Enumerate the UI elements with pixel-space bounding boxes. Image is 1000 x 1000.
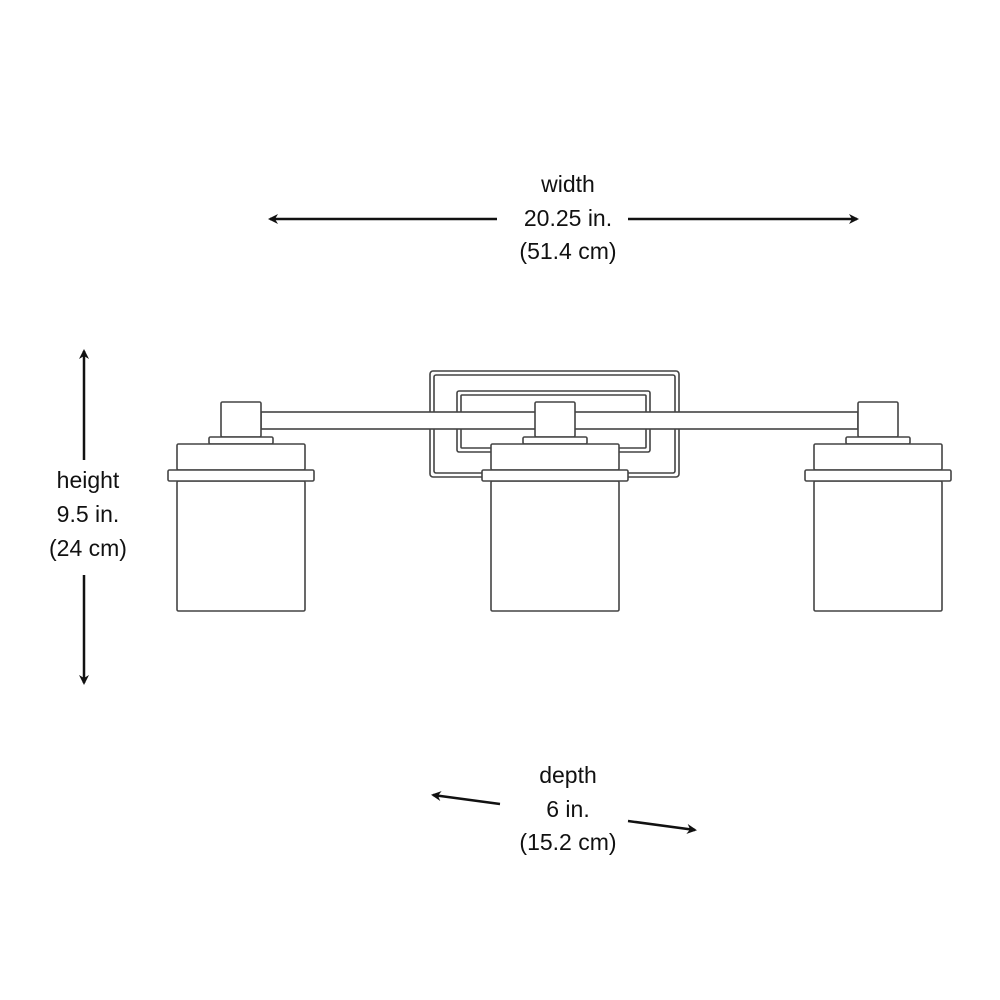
lamp-glass: [176, 480, 306, 612]
lamp-ring: [804, 469, 952, 482]
depth-arrow-right: [627, 819, 697, 834]
depth-dimension: depth 6 in. (15.2 cm): [431, 762, 697, 855]
lamp-shade-1: [167, 401, 315, 612]
lamp-collar: [845, 436, 911, 445]
lamp-collar: [522, 436, 588, 445]
lamp-shade-top: [176, 443, 306, 471]
lamp-shade-3: [804, 401, 952, 612]
lamp-cap: [534, 401, 576, 438]
depth-inches: 6 in.: [546, 796, 589, 822]
lamp-cap: [220, 401, 262, 438]
lamp-shade-top: [813, 443, 943, 471]
width-cm: (51.4 cm): [519, 238, 616, 264]
height-cm: (24 cm): [49, 535, 127, 561]
depth-label: depth: [539, 762, 597, 788]
lamp-collar: [208, 436, 274, 445]
height-inches: 9.5 in.: [57, 501, 120, 527]
lamp-glass: [490, 480, 620, 612]
lamp-shade-top: [490, 443, 620, 471]
depth-cm: (15.2 cm): [519, 829, 616, 855]
lamp-ring: [167, 469, 315, 482]
lamp-shade-2: [481, 401, 629, 612]
height-label: height: [57, 467, 120, 493]
width-label: width: [540, 171, 595, 197]
width-inches: 20.25 in.: [524, 205, 612, 231]
width-dimension: width 20.25 in. (51.4 cm): [268, 171, 859, 264]
vanity-light-fixture: [167, 370, 952, 612]
lamp-ring: [481, 469, 629, 482]
depth-arrow-left: [431, 791, 501, 806]
height-dimension: height 9.5 in. (24 cm): [49, 349, 127, 685]
lamp-cap: [857, 401, 899, 438]
lamp-glass: [813, 480, 943, 612]
